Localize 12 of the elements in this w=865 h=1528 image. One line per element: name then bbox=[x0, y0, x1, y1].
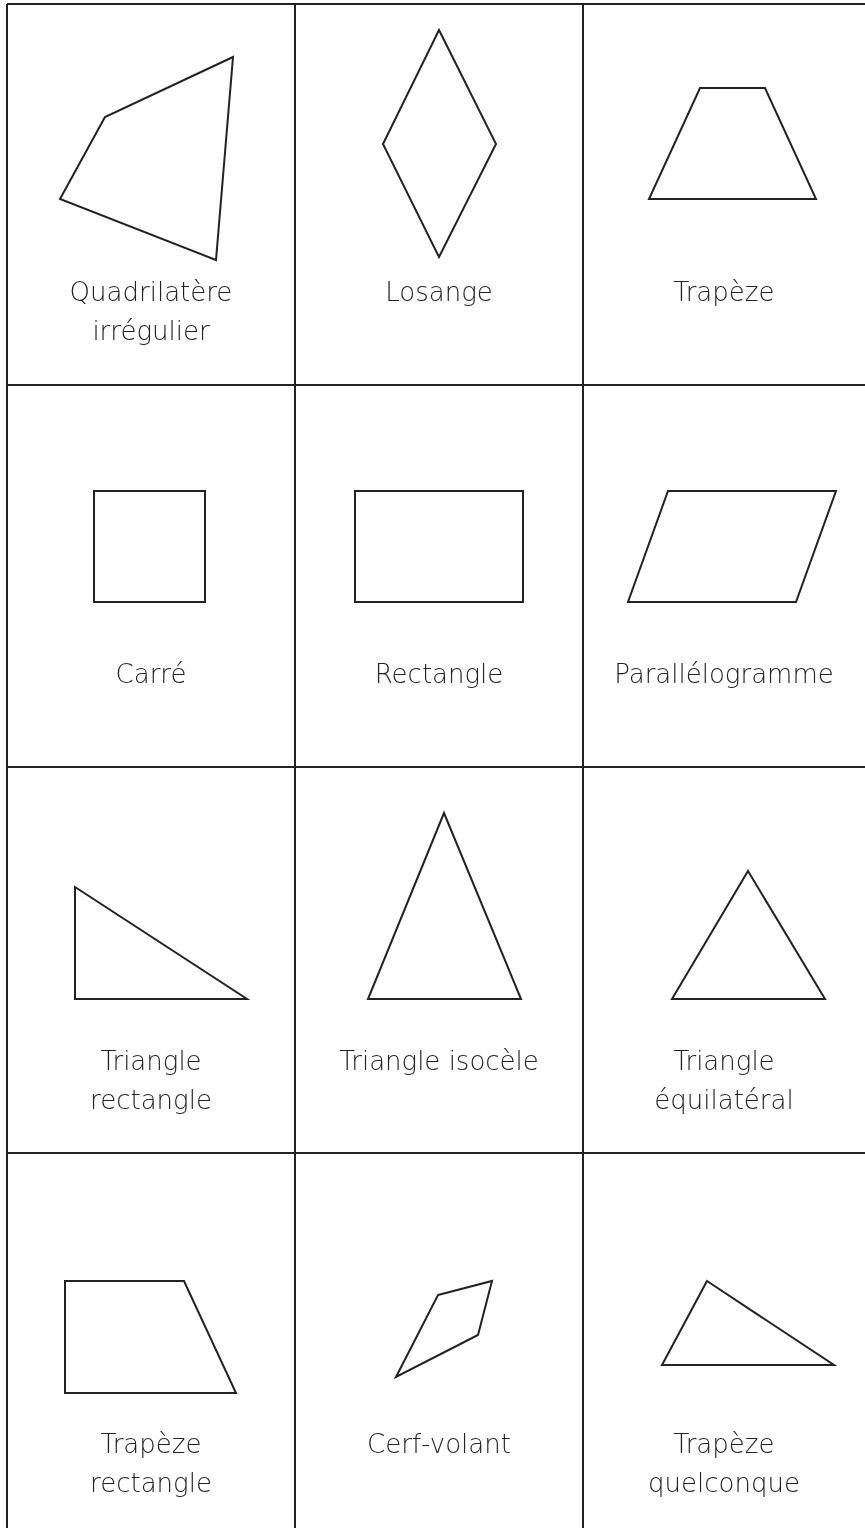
shape-label: Trapèze quelconque bbox=[647, 1428, 801, 1500]
shape-label: Parallélogramme bbox=[613, 658, 835, 691]
shape-label: Quadrilatère irrégulier bbox=[68, 276, 234, 348]
shape-label: Carré bbox=[114, 658, 188, 691]
shape-label: Trapèze rectangle bbox=[89, 1428, 213, 1500]
shape-label: Cerf-volant bbox=[366, 1428, 512, 1461]
shape-label: Triangle rectangle bbox=[89, 1045, 213, 1117]
shape-label: Trapèze bbox=[672, 276, 776, 309]
shape-label: Losange bbox=[384, 276, 494, 309]
shape-label: Triangle isocèle bbox=[339, 1045, 539, 1078]
shape-label: Triangle équilatéral bbox=[653, 1045, 795, 1117]
shape-label: Rectangle bbox=[373, 658, 505, 691]
